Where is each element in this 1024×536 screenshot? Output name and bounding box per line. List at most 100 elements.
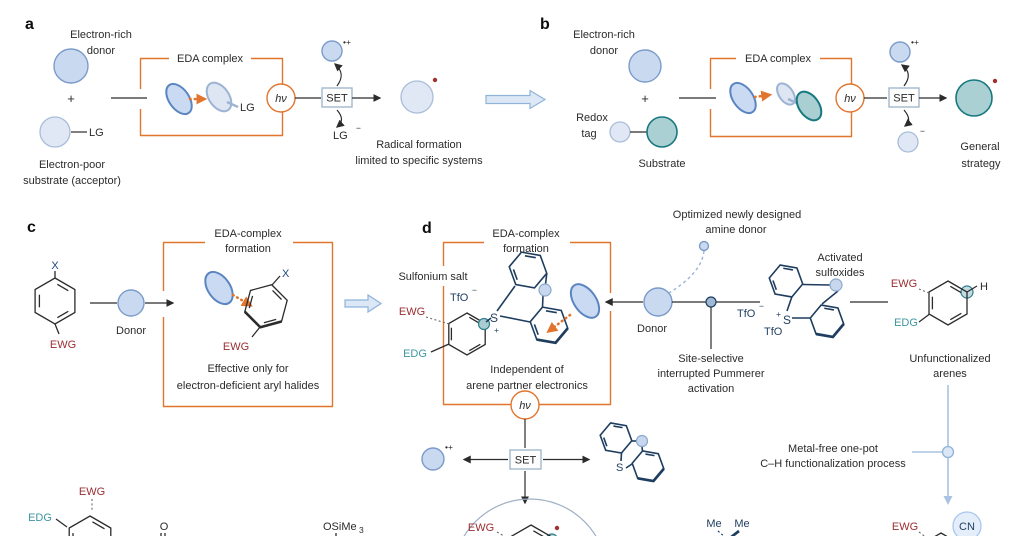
arene-edg-bond: [918, 313, 930, 323]
redox-tag-circle: [609, 121, 631, 143]
process-label-line2: C–H functionalization process: [760, 458, 906, 470]
triflate2-label: TfO: [737, 308, 756, 320]
substrate-radical-circle: [955, 79, 993, 117]
result-caption-line1: General: [960, 141, 999, 153]
anion-curved-arrow: [903, 109, 913, 127]
halide-x-label: X: [51, 260, 59, 272]
radical-cation-circle: [321, 40, 343, 62]
eda-complex-box: [139, 57, 284, 137]
bl-edg-bond: [55, 518, 68, 528]
anion-circle: [897, 131, 919, 153]
panel-label-b: b: [540, 16, 550, 33]
box-title-line1: EDA-complex: [492, 228, 560, 240]
radical-product-circle: [400, 80, 434, 114]
donor-circle: [628, 49, 662, 83]
result-caption-line2: strategy: [961, 158, 1001, 170]
triflate3-label: TfO: [764, 326, 783, 338]
panel-d: d EDA-complex formation Sulfonium salt T…: [28, 209, 991, 536]
redox-tag-label-line2: tag: [581, 128, 596, 140]
panel-a: a Electron-rich donor + LG Electron-poor…: [23, 16, 483, 187]
ewg2-bond: [251, 326, 261, 338]
arene-h-bond: [966, 285, 978, 293]
cation-curved-arrow: [333, 63, 343, 87]
panel-label-c: c: [27, 219, 36, 236]
thianthrene-left-ring: [599, 422, 633, 454]
donor-circle: [53, 48, 89, 84]
note-line1: Independent of: [490, 364, 564, 376]
radical-cation-circle: [889, 41, 911, 63]
optimized-donor-line2: amine donor: [705, 224, 766, 236]
thianthrenium-lower-ring: [529, 306, 569, 345]
donor-circle: [643, 287, 673, 317]
osime-label: OSiMe: [323, 521, 357, 533]
activated-label-line2: sulfoxides: [816, 267, 865, 279]
activated-label-line1: Activated: [817, 252, 862, 264]
eda-complex-box: [442, 241, 612, 406]
pummerer-node: [705, 296, 717, 308]
lg-connector: [226, 100, 239, 109]
site-selective-line1: Site-selective: [678, 353, 743, 365]
triflate-charge: −: [472, 285, 477, 295]
acceptor-circle: [39, 116, 71, 148]
cn-label: CN: [959, 521, 975, 533]
carbonyl-double-bond: [160, 533, 166, 536]
sulfoxide-s-charge: +: [776, 309, 781, 319]
triflate-label: TfO: [450, 292, 469, 304]
donor-ellipse: [204, 270, 234, 306]
radical-dot: [992, 78, 998, 84]
process-label-line1: Metal-free one-pot: [788, 443, 878, 455]
plus-sign: +: [67, 91, 75, 106]
charge-transfer-arrow: [231, 293, 253, 307]
donor-label-line2: donor: [87, 45, 115, 57]
bl-ewg-label: EWG: [79, 486, 105, 498]
hv-label: hν: [844, 93, 856, 105]
thianthrene-bridge-bonds: [620, 440, 644, 469]
bl-ring: [68, 515, 112, 536]
lg-label: LG: [89, 127, 104, 139]
final-ewg-label: EWG: [892, 521, 918, 533]
hv-label: hν: [275, 93, 287, 105]
charge-transfer-arrow: [753, 90, 773, 102]
sulfoxide-left-ring: [768, 264, 804, 298]
lg-anion-charge: −: [356, 123, 361, 133]
intermediate-ring: [510, 524, 552, 536]
aryl-halide-ring: [34, 277, 76, 325]
unfunctionalized-arene-ring: [928, 280, 968, 326]
sulfonium-aryl-ring: [448, 312, 486, 356]
radical-cation-charge: •+: [911, 37, 919, 47]
result-caption-line2: limited to specific systems: [355, 155, 483, 167]
ewg-bond: [54, 323, 60, 335]
ewg-label: EWG: [399, 306, 425, 318]
final-ewg-bond: [918, 531, 926, 536]
arene-ewg-label: EWG: [891, 278, 917, 290]
plus-sign: +: [641, 91, 649, 106]
annotation-dashed-curve: [668, 250, 705, 294]
annotation-dot: [698, 240, 710, 252]
arene-edg-label: EDG: [894, 317, 918, 329]
triflate2-charge: −: [759, 301, 764, 311]
bridge-atom-dot: [538, 283, 552, 297]
box-title-line1: EDA-complex: [214, 228, 282, 240]
thianthrenium-upper-ring: [508, 251, 548, 289]
intermediate-ewg-label: EWG: [468, 522, 494, 534]
bridge-bonds: [541, 273, 548, 308]
site-selective-line2: interrupted Pummerer: [658, 368, 765, 380]
sulfonium-salt-label: Sulfonium salt: [398, 271, 467, 283]
acceptor-ellipse: [205, 81, 233, 113]
eda-complex-title: EDA complex: [177, 53, 244, 65]
redox-tag-label-line1: Redox: [576, 112, 608, 124]
note-line2: arene partner electronics: [466, 380, 588, 392]
set-label: SET: [326, 93, 348, 105]
panel-b: b Electron-rich donor + Redox tag Substr…: [540, 16, 1001, 170]
redox-tag-ellipse: [776, 82, 796, 106]
thianthrene-right-ring: [631, 450, 665, 483]
panel-label-d: d: [422, 220, 432, 237]
acceptor-label-line1: Electron-poor: [39, 159, 105, 171]
intermediate-arc: [463, 498, 597, 536]
sulfoxide-bridge-bonds: [786, 283, 839, 319]
set-label: SET: [515, 455, 537, 467]
lg-anion-label: LG: [333, 130, 348, 142]
unfunc-label-line2: arenes: [933, 368, 967, 380]
radical-cation-charge: •+: [445, 442, 453, 452]
